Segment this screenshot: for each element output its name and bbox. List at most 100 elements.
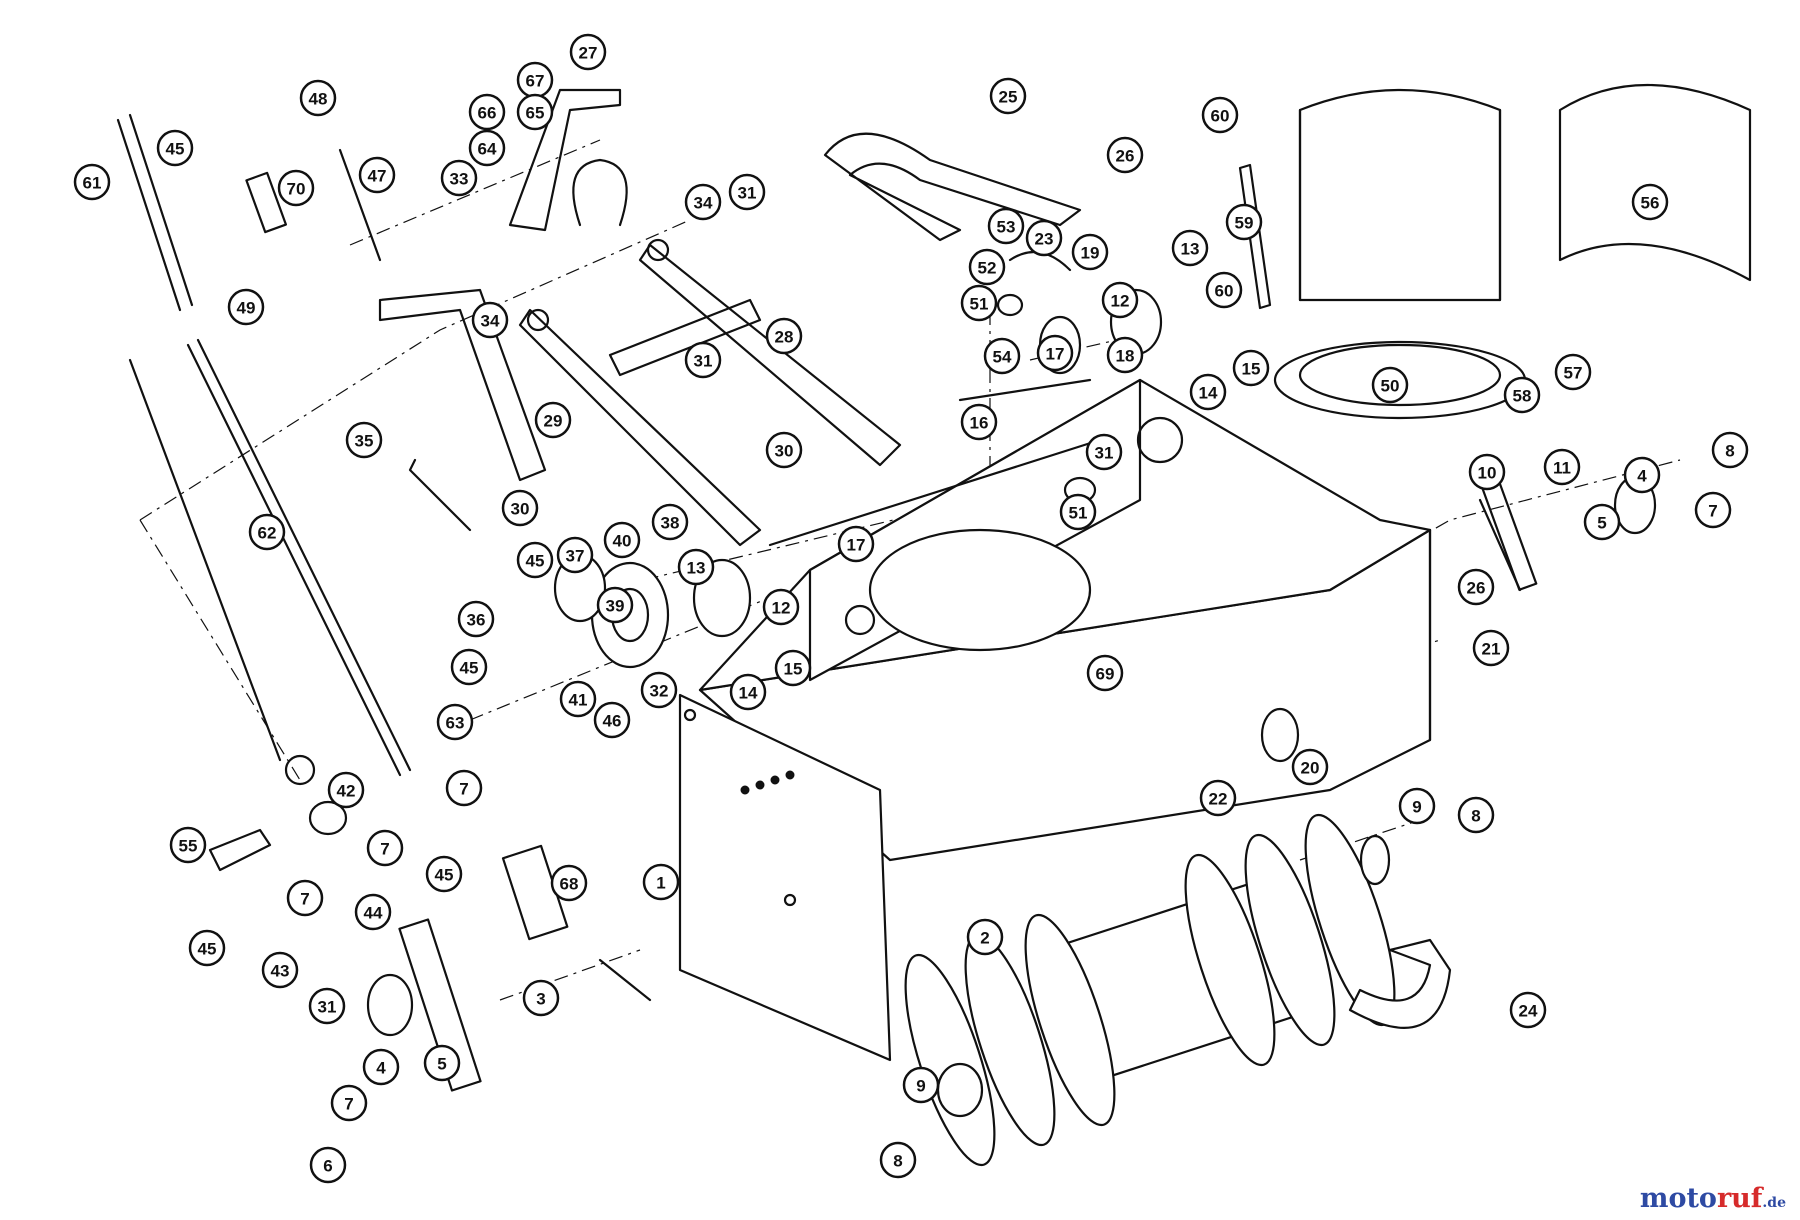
callout-number: 26: [1116, 147, 1135, 166]
callout-15a: 15: [1232, 349, 1270, 387]
callout-9a: 9: [1398, 787, 1436, 825]
callout-circle: [1371, 366, 1409, 404]
callout-circle: [837, 525, 875, 563]
callout-number: 13: [687, 559, 706, 578]
callout-54: 54: [983, 337, 1021, 375]
callout-circle: [765, 317, 803, 355]
callout-number: 25: [999, 88, 1018, 107]
callout-number: 32: [650, 682, 669, 701]
callout-number: 29: [544, 412, 563, 431]
callout-69: 69: [1086, 654, 1124, 692]
callout-circle: [1059, 493, 1097, 531]
callout-circle: [327, 771, 365, 809]
callout-31b: 31: [684, 341, 722, 379]
callout-22: 22: [1199, 779, 1237, 817]
callout-circle: [1205, 271, 1243, 309]
callout-number: 3: [536, 990, 545, 1009]
callout-circle: [450, 648, 488, 686]
callout-20: 20: [1291, 748, 1329, 786]
callout-circle: [468, 129, 506, 167]
callout-38: 38: [651, 503, 689, 541]
callout-circle: [1694, 491, 1732, 529]
callout-11: 11: [1543, 448, 1581, 486]
callout-circle: [286, 879, 324, 917]
callout-number: 31: [318, 998, 337, 1017]
callout-circle: [330, 1084, 368, 1122]
callout-circle: [728, 173, 766, 211]
callout-50: 50: [1371, 366, 1409, 404]
callout-circle: [522, 979, 560, 1017]
callout-circle: [358, 156, 396, 194]
callout-number: 40: [613, 532, 632, 551]
callout-number: 49: [237, 299, 256, 318]
callout-circle: [968, 248, 1006, 286]
callout-28: 28: [765, 317, 803, 355]
callout-45c: 45: [450, 648, 488, 686]
callout-circle: [1189, 373, 1227, 411]
callout-number: 2: [980, 929, 989, 948]
callout-circle: [879, 1141, 917, 1179]
callout-circle: [1036, 334, 1074, 372]
callout-number: 56: [1641, 194, 1660, 213]
callout-number: 15: [784, 660, 803, 679]
callout-62: 62: [248, 513, 286, 551]
callout-number: 62: [258, 524, 277, 543]
callout-circle: [156, 129, 194, 167]
callout-circle: [966, 918, 1004, 956]
callout-number: 45: [460, 659, 479, 678]
callout-number: 55: [179, 837, 198, 856]
callout-41: 41: [559, 680, 597, 718]
callout-circle: [261, 951, 299, 989]
callout-circle: [684, 341, 722, 379]
callout-number: 45: [526, 552, 545, 571]
callout-number: 24: [1519, 1002, 1538, 1021]
chute: [1273, 84, 1752, 420]
callout-circle: [765, 431, 803, 469]
callout-number: 8: [1471, 807, 1480, 826]
callout-24: 24: [1509, 991, 1547, 1029]
callout-43: 43: [261, 951, 299, 989]
watermark-tld: .de: [1762, 1195, 1786, 1211]
callout-number: 9: [916, 1077, 925, 1096]
callout-circle: [1554, 353, 1592, 391]
callout-57: 57: [1554, 353, 1592, 391]
callout-circle: [457, 600, 495, 638]
callout-61: 61: [73, 163, 111, 201]
callout-circle: [227, 288, 265, 326]
callout-51a: 51: [960, 284, 998, 322]
callout-59: 59: [1225, 203, 1263, 241]
callout-number: 7: [380, 840, 389, 859]
callout-circle: [684, 183, 722, 221]
callout-circle: [516, 541, 554, 579]
callout-circle: [188, 929, 226, 967]
callout-circle: [308, 987, 346, 1025]
callout-18: 18: [1106, 336, 1144, 374]
callout-number: 51: [970, 295, 989, 314]
callout-number: 5: [1597, 514, 1606, 533]
callout-47: 47: [358, 156, 396, 194]
callout-53: 53: [987, 207, 1025, 245]
callout-63: 63: [436, 703, 474, 741]
callout-circle: [1171, 229, 1209, 267]
callout-circle: [1106, 136, 1144, 174]
callout-circle: [902, 1066, 940, 1104]
callout-60a: 60: [1201, 96, 1239, 134]
callout-31d: 31: [308, 987, 346, 1025]
callout-circle: [774, 649, 812, 687]
callout-number: 38: [661, 514, 680, 533]
callout-circle: [1071, 233, 1109, 271]
callout-42: 42: [327, 771, 365, 809]
watermark-moto: moto: [1639, 1183, 1717, 1214]
callout-circle: [1472, 629, 1510, 667]
callout-number: 20: [1301, 759, 1320, 778]
callout-number: 31: [694, 352, 713, 371]
callout-number: 31: [1095, 444, 1114, 463]
callout-number: 51: [1069, 504, 1088, 523]
watermark-logo: motoruf.de: [1640, 1183, 1786, 1214]
callout-number: 10: [1478, 464, 1497, 483]
callout-circle: [366, 829, 404, 867]
callout-number: 12: [772, 599, 791, 618]
callout-circle: [73, 163, 111, 201]
